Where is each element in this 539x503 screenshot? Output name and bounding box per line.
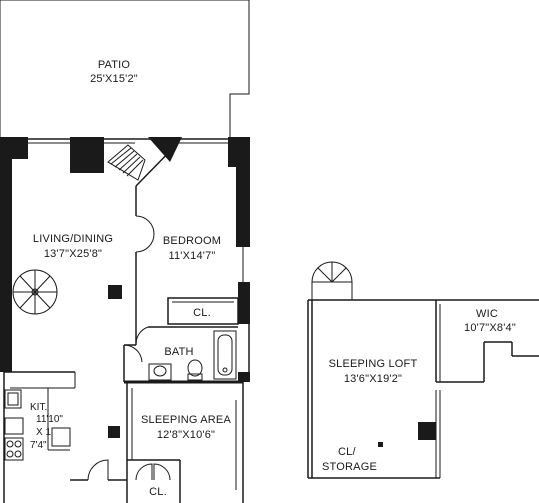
kitchen-line4: 7'4" bbox=[30, 440, 47, 451]
living-dining-name: LIVING/DINING bbox=[33, 233, 113, 245]
kitchen-line3: X 1 bbox=[36, 427, 51, 438]
patio-area bbox=[0, 0, 250, 137]
spiral-stair-main bbox=[12, 269, 58, 315]
bedroom-dims: 11'X14'7" bbox=[168, 250, 215, 262]
bath-name: BATH bbox=[164, 346, 193, 358]
wic-name: WIC bbox=[476, 308, 498, 320]
sleeping-area-name: SLEEPING AREA bbox=[141, 414, 231, 426]
loft-walls bbox=[307, 299, 539, 479]
sleeping-area-dims: 12'8"X10'6" bbox=[157, 429, 215, 441]
bedroom-name: BEDROOM bbox=[163, 235, 221, 247]
bedroom-closet-name: CL. bbox=[193, 307, 211, 319]
patio-dims: 25'X15'2" bbox=[90, 73, 138, 85]
sleeping-loft-dims: 13'6"X19'2" bbox=[344, 373, 402, 385]
living-dining-dims: 13'7"X25'8" bbox=[44, 248, 102, 260]
interior-walls bbox=[4, 142, 243, 503]
main-unit-walls bbox=[0, 137, 250, 503]
kitchen-line2: 11'10" bbox=[36, 414, 63, 425]
sleeping-loft-name: SLEEPING LOFT bbox=[329, 358, 418, 370]
patio-name: PATIO bbox=[98, 59, 131, 71]
entry-closet-name: CL. bbox=[149, 486, 167, 498]
loft-storage-line2: STORAGE bbox=[322, 461, 377, 473]
spiral-stair-loft bbox=[311, 261, 353, 300]
kitchen-line1: KIT. bbox=[30, 402, 47, 413]
stair-top bbox=[107, 144, 146, 181]
room-labels: PATIO 25'X15'2" LIVING/DINING 13'7"X25'8… bbox=[30, 59, 516, 498]
wic-dims: 10'7"X8'4" bbox=[464, 322, 516, 334]
loft-storage-line1: CL/ bbox=[338, 446, 356, 458]
